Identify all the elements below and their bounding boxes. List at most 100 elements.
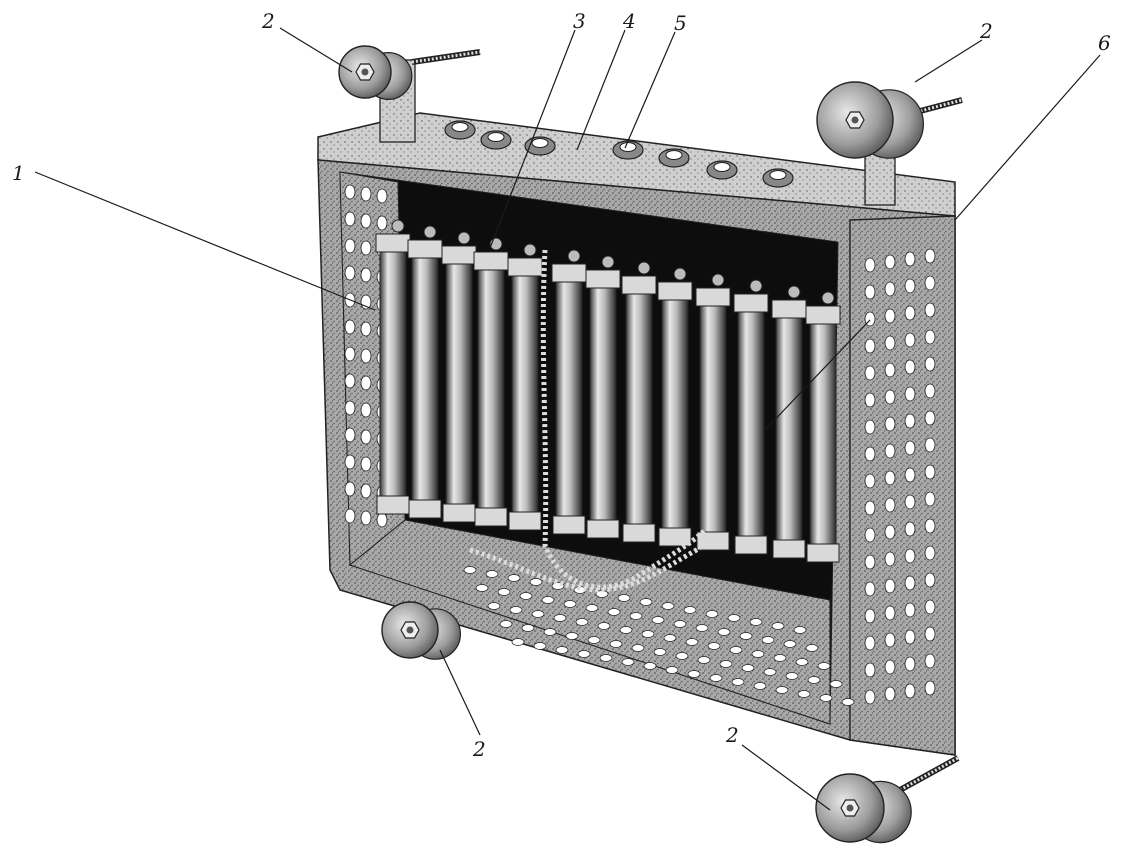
perforation-hole xyxy=(805,644,819,652)
perforation-hole xyxy=(643,662,657,670)
leader-2b xyxy=(914,39,983,83)
perforation-hole xyxy=(585,604,599,612)
leader-6 xyxy=(954,54,1101,221)
tube-terminal-nut xyxy=(711,273,725,287)
perforation-hole xyxy=(884,686,896,702)
tube-top-clamp xyxy=(551,263,587,283)
perforation-hole xyxy=(577,650,591,658)
perforation-hole xyxy=(864,419,876,435)
perforation-hole xyxy=(904,278,916,294)
perforation-hole xyxy=(884,470,896,486)
perforation-hole xyxy=(685,638,699,646)
perforation-hole xyxy=(864,257,876,273)
perforation-hole xyxy=(673,620,687,628)
leader-6b xyxy=(764,319,871,431)
callout-2-top-right: 2 xyxy=(979,19,993,43)
callout-2-top-left: 2 xyxy=(261,9,275,33)
perforation-hole xyxy=(563,600,577,608)
perforation-hole xyxy=(904,548,916,564)
perforation-hole xyxy=(553,614,567,622)
tube-terminal-nut xyxy=(601,255,615,269)
perforation-hole xyxy=(753,682,767,690)
perforation-hole xyxy=(360,267,372,283)
terminal-bushing-hole xyxy=(665,150,683,160)
tube-top-clamp xyxy=(375,233,411,253)
perforation-hole xyxy=(575,618,589,626)
perforation-hole xyxy=(864,689,876,705)
tube-top-clamp xyxy=(441,245,477,265)
tube-top-clamp xyxy=(695,287,731,307)
perforation-hole xyxy=(729,646,743,654)
wiring-harness xyxy=(540,249,707,590)
perforation-hole xyxy=(817,662,831,670)
perforation-hole xyxy=(904,467,916,483)
perforation-hole xyxy=(884,659,896,675)
perforation-hole xyxy=(639,598,653,606)
perforation-hole xyxy=(651,616,665,624)
perforation-hole xyxy=(675,652,689,660)
callout-1: 1 xyxy=(12,161,25,185)
perforation-hole xyxy=(360,186,372,202)
callout-3: 3 xyxy=(573,9,586,33)
insulator-bolt-end xyxy=(406,626,414,634)
perforation-hole xyxy=(511,638,525,646)
perforation-hole xyxy=(719,660,733,668)
tube-top-clamp xyxy=(507,257,543,277)
tube-bottom-clamp xyxy=(508,511,542,531)
perforation-hole xyxy=(884,254,896,270)
perforation-hole xyxy=(864,608,876,624)
perforation-hole xyxy=(663,634,677,642)
perforation-hole xyxy=(924,302,936,318)
box-right-side-panel xyxy=(849,215,956,756)
perforation-hole xyxy=(587,636,601,644)
tube-bottom-clamp xyxy=(734,535,768,555)
perforation-hole xyxy=(344,184,356,200)
perforation-hole xyxy=(864,662,876,678)
perforation-hole xyxy=(904,251,916,267)
perforation-hole xyxy=(709,674,723,682)
perforation-hole xyxy=(599,654,613,662)
perforation-hole xyxy=(904,332,916,348)
insulator-bolt-end xyxy=(846,804,854,812)
perforation-hole xyxy=(507,574,521,582)
perforation-hole xyxy=(924,437,936,453)
perforation-hole xyxy=(864,500,876,516)
perforation-hole xyxy=(924,248,936,264)
resistor-tube xyxy=(511,271,539,517)
perforation-hole xyxy=(884,416,896,432)
perforation-hole xyxy=(621,658,635,666)
perforation-hole xyxy=(360,429,372,445)
perforation-hole xyxy=(807,676,821,684)
perforation-hole xyxy=(344,238,356,254)
resistor-tube xyxy=(775,313,803,545)
tube-terminal-nut xyxy=(523,243,537,257)
perforation-hole xyxy=(864,392,876,408)
resistor-tube xyxy=(625,289,653,529)
perforation-hole xyxy=(665,666,679,674)
perforation-hole xyxy=(884,362,896,378)
callout-6: 6 xyxy=(1098,31,1111,55)
perforation-hole xyxy=(829,680,843,688)
perforation-hole xyxy=(751,650,765,658)
perforation-hole xyxy=(499,620,513,628)
perforation-hole xyxy=(463,566,477,574)
perforation-hole xyxy=(884,524,896,540)
perforation-hole xyxy=(717,628,731,636)
perforation-hole xyxy=(841,698,855,706)
perforation-hole xyxy=(904,440,916,456)
perforation-hole xyxy=(360,240,372,256)
perforation-hole xyxy=(761,636,775,644)
perforation-hole xyxy=(864,365,876,381)
perforation-hole xyxy=(924,626,936,642)
perforation-hole xyxy=(924,275,936,291)
perforation-hole xyxy=(653,648,667,656)
perforation-hole xyxy=(884,335,896,351)
perforation-hole xyxy=(697,656,711,664)
perforation-hole xyxy=(783,640,797,648)
perforation-hole xyxy=(924,680,936,696)
perforation-hole xyxy=(360,402,372,418)
perforation-hole xyxy=(344,508,356,524)
callout-2-bottom-left: 2 xyxy=(472,737,486,761)
perforation-hole xyxy=(641,630,655,638)
wiring-harness-lower xyxy=(469,545,702,593)
